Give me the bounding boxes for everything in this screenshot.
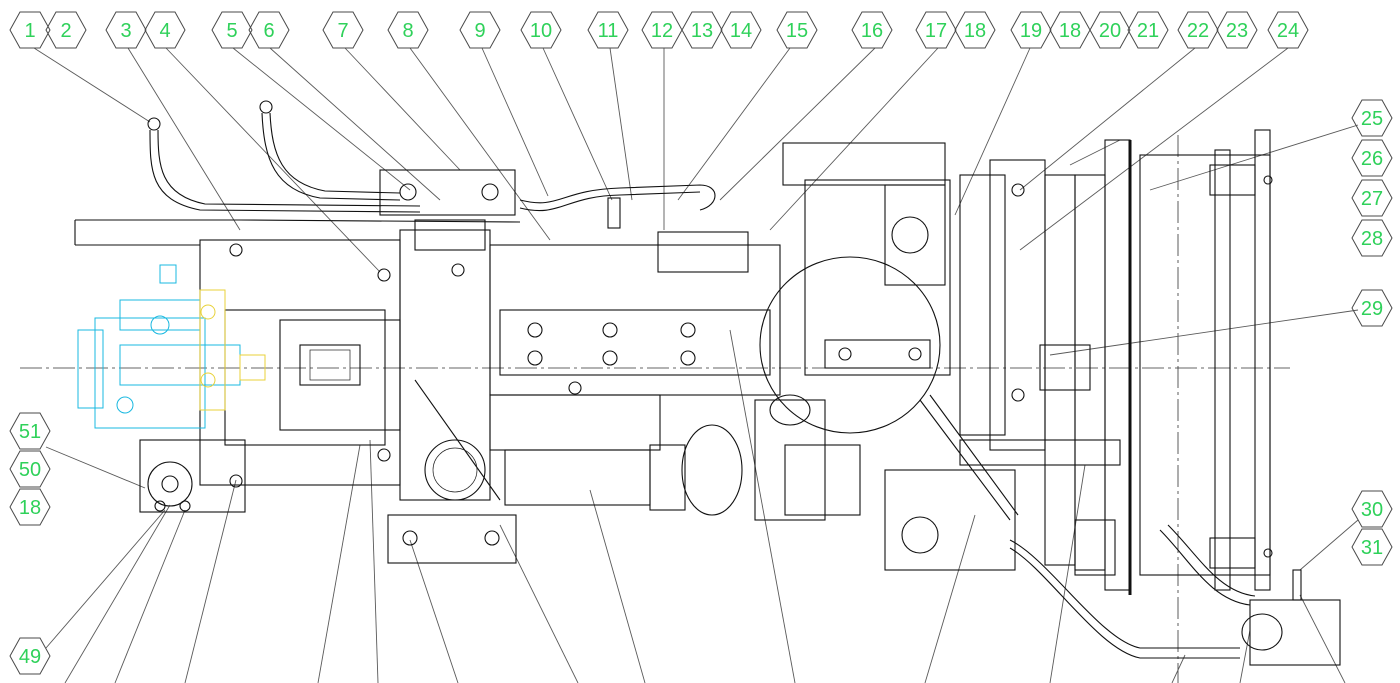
balloon-label: 22 (1187, 20, 1209, 42)
balloon: 14 (720, 11, 762, 49)
balloon: 7 (322, 11, 364, 49)
balloon-label: 18 (19, 497, 41, 519)
balloon-label: 18 (964, 20, 986, 42)
radiator (1139, 129, 1273, 591)
balloon: 11 (587, 11, 629, 49)
balloon: 26 (1351, 139, 1393, 177)
balloon-label: 49 (19, 646, 41, 668)
balloon: 2 (45, 11, 87, 49)
hydraulic-pump (77, 264, 266, 429)
balloon-label: 15 (786, 20, 808, 42)
balloon-label: 30 (1361, 499, 1383, 521)
balloon-label: 28 (1361, 228, 1383, 250)
balloon-label: 50 (19, 459, 41, 481)
balloon: 10 (520, 11, 562, 49)
engine-block (379, 169, 781, 564)
balloon-label: 11 (598, 20, 619, 42)
balloon: 51 (9, 412, 51, 450)
balloon-label: 2 (60, 20, 71, 42)
balloon: 15 (776, 11, 818, 49)
balloon-label: 4 (159, 20, 170, 42)
balloon-label: 29 (1361, 298, 1383, 320)
balloon: 49 (9, 637, 51, 675)
balloon-label: 7 (337, 20, 348, 42)
balloon: 16 (851, 11, 893, 49)
balloons-right: 25 26 27 28 29 30 31 (1351, 99, 1393, 566)
balloon-label: 6 (263, 20, 274, 42)
balloon-label: 10 (530, 20, 552, 42)
balloon: 12 (641, 11, 683, 49)
balloon-label: 20 (1099, 20, 1121, 42)
balloon-label: 17 (925, 20, 947, 42)
balloon-label: 13 (691, 20, 713, 42)
balloon: 13 (681, 11, 723, 49)
balloon: 1 (9, 11, 51, 49)
balloon: 23 (1216, 11, 1258, 49)
balloon-label: 19 (1020, 20, 1042, 42)
lower-pipes-tank (884, 394, 1341, 666)
balloon-label: 25 (1361, 108, 1383, 130)
balloon-label: 18 (1059, 20, 1081, 42)
balloon: 18 (954, 11, 996, 49)
balloons-left: 51 50 18 49 (9, 412, 51, 675)
balloon: 20 (1089, 11, 1131, 49)
balloon: 6 (248, 11, 290, 49)
balloon: 31 (1351, 528, 1393, 566)
balloon: 30 (1351, 490, 1393, 528)
balloon: 27 (1351, 179, 1393, 217)
balloon-label: 5 (226, 20, 237, 42)
balloon: 18 (1049, 11, 1091, 49)
upper-block (607, 142, 951, 376)
balloon: 50 (9, 450, 51, 488)
leader-lines (33, 47, 1359, 683)
balloon: 9 (459, 11, 501, 49)
balloon: 3 (105, 11, 147, 49)
balloon: 29 (1351, 289, 1393, 327)
balloon-label: 12 (651, 20, 673, 42)
balloon: 5 (211, 11, 253, 49)
balloon-label: 27 (1361, 188, 1383, 210)
balloon-label: 14 (730, 20, 752, 42)
exhaust-and-turbo (504, 256, 941, 521)
balloon: 22 (1177, 11, 1219, 49)
balloon-label: 9 (474, 20, 485, 42)
balloon-label: 26 (1361, 148, 1383, 170)
balloon: 4 (144, 11, 186, 49)
top-pipes (147, 100, 716, 223)
flywheel-fan (959, 139, 1132, 595)
balloon: 8 (387, 11, 429, 49)
balloon: 17 (915, 11, 957, 49)
balloon: 28 (1351, 219, 1393, 257)
balloons-top: 1 2 3 4 5 6 7 8 9 10 11 12 13 14 15 16 1… (9, 11, 1309, 49)
balloon-label: 31 (1361, 537, 1383, 559)
balloon-label: 23 (1226, 20, 1248, 42)
balloon-label: 21 (1137, 20, 1159, 42)
balloon: 21 (1127, 11, 1169, 49)
balloon-label: 51 (19, 421, 41, 443)
balloon: 25 (1351, 99, 1393, 137)
balloon-label: 24 (1277, 20, 1299, 42)
balloon-label: 8 (402, 20, 413, 42)
balloon-label: 1 (24, 20, 35, 42)
balloon-label: 16 (861, 20, 883, 42)
pump-housing (74, 219, 401, 513)
balloon: 19 (1010, 11, 1052, 49)
balloon: 18 (9, 488, 51, 526)
balloon-label: 3 (120, 20, 131, 42)
balloon: 24 (1267, 11, 1309, 49)
center-lines (20, 135, 1290, 683)
